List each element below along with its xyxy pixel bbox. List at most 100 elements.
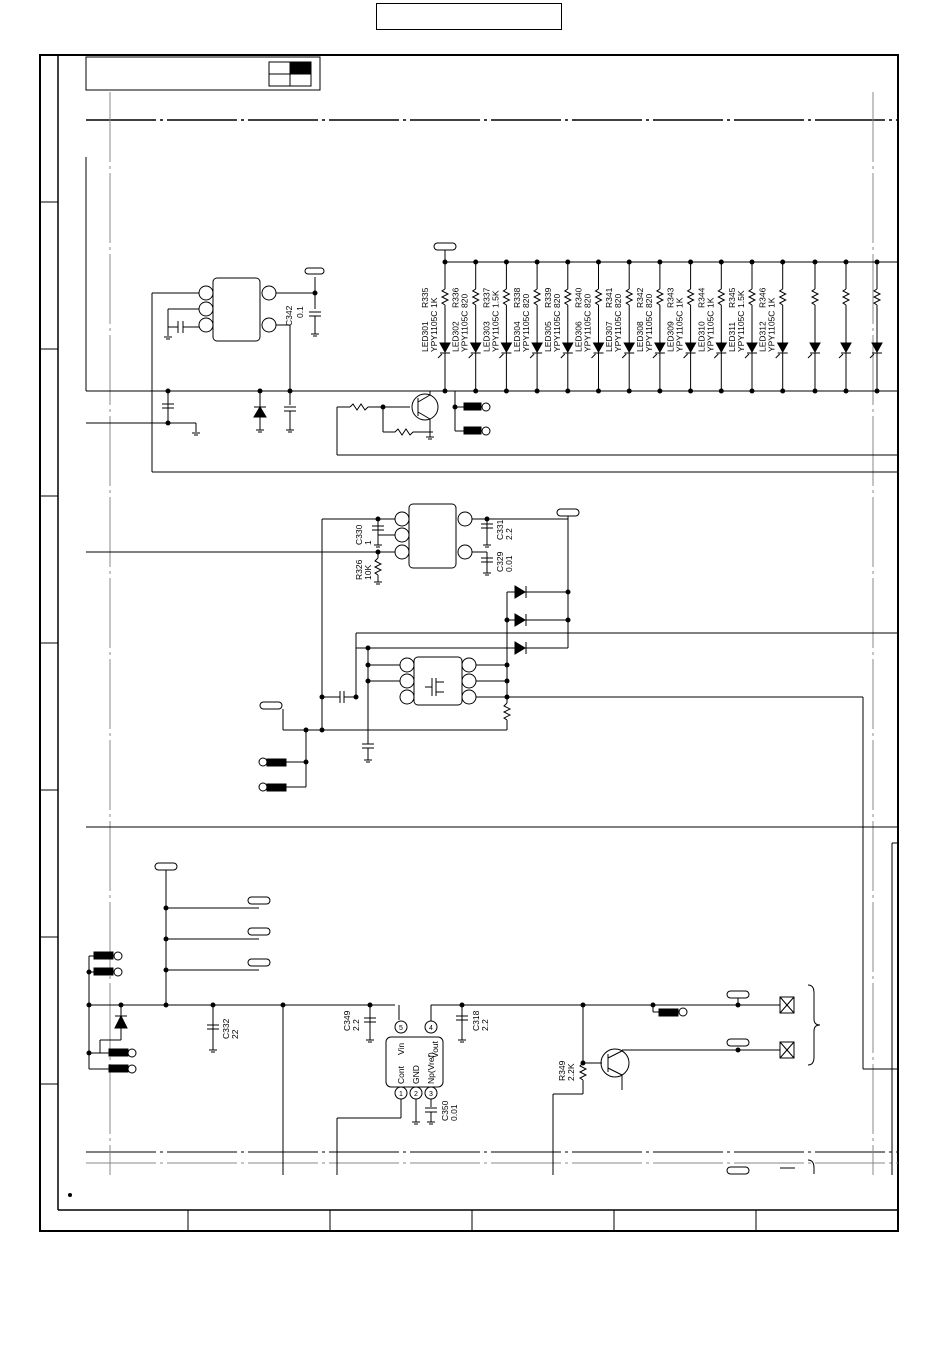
led-res-6: R341 <box>604 287 614 308</box>
led-column-extra <box>807 259 821 394</box>
led-res-9: R344 <box>696 287 706 308</box>
pin-np-label: Np(Vref) <box>426 1052 436 1084</box>
c318-value: 2.2 <box>480 1019 490 1031</box>
led-val-2: 1.5K <box>490 290 500 308</box>
led-part-11: YPY1105C <box>767 311 777 352</box>
pin-vout-label: Vout <box>430 1040 440 1058</box>
led-val-9: 1K <box>705 297 715 308</box>
led-bank-extra <box>807 259 883 394</box>
led-res-10: R345 <box>727 287 737 308</box>
c329-label: C329 <box>495 551 505 572</box>
led-res-5: R340 <box>574 287 584 308</box>
c349-label: C349 <box>342 1010 352 1031</box>
c342-label: C342 <box>284 305 294 326</box>
led-res-3: R338 <box>512 287 522 308</box>
led-part-1: YPY1105C <box>460 311 470 352</box>
c349-value: 2.2 <box>351 1019 361 1031</box>
led-part-8: YPY1105C <box>675 311 685 352</box>
bottom-block <box>86 842 898 1175</box>
led-led-3: LED304 <box>512 321 522 352</box>
led-val-3: 820 <box>521 294 531 308</box>
r326-value: 10K <box>363 565 373 580</box>
title-box <box>376 3 562 30</box>
middle-block <box>86 503 898 1070</box>
led-led-7: LED308 <box>635 321 645 352</box>
c318-label: C318 <box>471 1010 481 1031</box>
c331-value: 2.2 <box>504 528 514 540</box>
led-part-7: YPY1105C <box>644 311 654 352</box>
c330-value: 1 <box>363 540 373 545</box>
pin-vin-label: Vin <box>396 1043 406 1055</box>
led-res-8: R343 <box>666 287 676 308</box>
led-led-9: LED310 <box>696 321 706 352</box>
led-part-6: YPY1105C <box>613 311 623 352</box>
led-led-4: LED305 <box>543 321 553 352</box>
pin-5: 5 <box>399 1025 403 1032</box>
block-header <box>85 56 321 91</box>
led-part-0: YPY1105C <box>429 311 439 352</box>
c350-label: C350 <box>440 1100 450 1121</box>
frame <box>39 54 899 1232</box>
led-val-10: 1.5K <box>736 290 746 308</box>
led-val-0: 1K <box>429 297 439 308</box>
led-val-7: 820 <box>644 294 654 308</box>
pin-1: 1 <box>399 1091 403 1098</box>
led-column-extra <box>838 259 852 394</box>
led-val-1: 820 <box>460 294 470 308</box>
c332-label: C332 <box>221 1018 231 1039</box>
led-res-2: R337 <box>481 287 491 308</box>
c330-label: C330 <box>354 524 364 545</box>
led-part-2: YPY1105C <box>490 311 500 352</box>
led-res-4: R339 <box>543 287 553 308</box>
led-res-7: R342 <box>635 287 645 308</box>
c332-value: 22 <box>230 1029 240 1039</box>
block-borders <box>86 119 898 1153</box>
led-val-5: 820 <box>583 294 593 308</box>
led-led-8: LED309 <box>666 321 676 352</box>
pin-4: 4 <box>429 1025 433 1032</box>
pin-3: 3 <box>429 1091 433 1098</box>
component-labels: C342 0.1 C330 1 R326 10K C331 2.2 C329 0… <box>221 305 576 1121</box>
pin-cont-label: Cont <box>396 1065 406 1084</box>
r326-label: R326 <box>354 559 364 580</box>
led-part-10: YPY1105C <box>736 311 746 352</box>
led-led-0: LED301 <box>420 321 430 352</box>
led-led-11: LED312 <box>758 321 768 352</box>
led-val-11: 1K <box>767 297 777 308</box>
c329-value: 0.01 <box>504 555 514 572</box>
led-part-9: YPY1105C <box>705 311 715 352</box>
led-val-4: 820 <box>552 294 562 308</box>
led-column-extra <box>869 259 883 394</box>
r349-value: 2.2K <box>566 1063 576 1081</box>
led-part-3: YPY1105C <box>521 311 531 352</box>
led-res-11: R346 <box>758 287 768 308</box>
led-part-5: YPY1105C <box>583 311 593 352</box>
led-val-8: 1K <box>675 297 685 308</box>
led-val-6: 820 <box>613 294 623 308</box>
pin-2: 2 <box>414 1091 418 1098</box>
led-res-1: R336 <box>451 287 461 308</box>
led-led-6: LED307 <box>604 321 614 352</box>
led-led-5: LED306 <box>574 321 584 352</box>
pin-gnd-label: GND <box>411 1065 421 1084</box>
led-res-0: R335 <box>420 287 430 308</box>
led-led-2: LED303 <box>481 321 491 352</box>
c342-value: 0.1 <box>295 306 305 318</box>
r349-label: R349 <box>557 1060 567 1081</box>
c350-value: 0.01 <box>449 1104 459 1121</box>
